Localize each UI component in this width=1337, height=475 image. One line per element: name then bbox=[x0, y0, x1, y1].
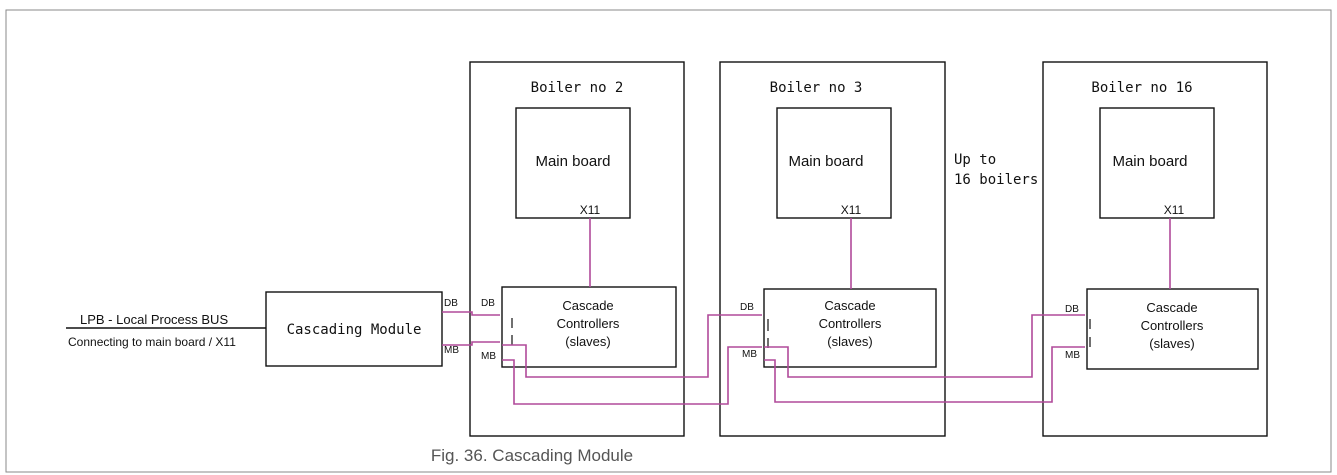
boiler-2-port-db: DB bbox=[481, 298, 495, 309]
module-to-boiler-2-db-wire bbox=[442, 311, 500, 316]
note-line-1: Up to bbox=[954, 152, 996, 168]
boiler-3-cascade-controller bbox=[763, 288, 937, 368]
boiler-3-title: Boiler no 3 bbox=[770, 80, 863, 96]
boiler-3-controller-line-3: (slaves) bbox=[827, 334, 873, 349]
module-port-mb: MB bbox=[444, 345, 459, 356]
bus-subtitle: Connecting to main board / X11 bbox=[68, 335, 236, 349]
boiler-16-controller-line-2: Controllers bbox=[1141, 318, 1204, 333]
boiler-16-main-board bbox=[1099, 107, 1215, 219]
boiler-3-to-16-mb-wire bbox=[764, 346, 1085, 403]
note-line-2: 16 boilers bbox=[954, 172, 1038, 188]
boiler-2-controller-line-1: Cascade bbox=[562, 298, 613, 313]
boiler-3-to-16-db-wire bbox=[764, 314, 1085, 378]
boiler-3-enclosure bbox=[719, 61, 946, 437]
boiler-3-port-mb: MB bbox=[742, 349, 757, 360]
boiler-2-x11-label: X11 bbox=[580, 203, 601, 217]
boiler-2-controller-line-3: (slaves) bbox=[565, 334, 611, 349]
boiler-2-enclosure bbox=[469, 61, 685, 437]
boiler-16-main-board-label: Main board bbox=[1112, 153, 1187, 170]
boiler-3-main-board bbox=[776, 107, 892, 219]
boiler-3-controller-line-2: Controllers bbox=[819, 316, 882, 331]
boiler-2-main-board bbox=[515, 107, 631, 219]
boiler-16-cascade-controller bbox=[1086, 288, 1259, 370]
boiler-16-enclosure bbox=[1042, 61, 1268, 437]
boiler-16-title: Boiler no 16 bbox=[1091, 80, 1192, 96]
boiler-16-controller-line-1: Cascade bbox=[1146, 300, 1197, 315]
boiler-16-port-db: DB bbox=[1065, 304, 1079, 315]
boiler-2-title: Boiler no 2 bbox=[531, 80, 624, 96]
boiler-2-main-board-label: Main board bbox=[535, 153, 610, 170]
boiler-16-x11-label: X11 bbox=[1164, 203, 1185, 217]
boiler-2-port-mb: MB bbox=[481, 351, 496, 362]
module-port-db: DB bbox=[444, 298, 458, 309]
boiler-3-main-board-label: Main board bbox=[788, 153, 863, 170]
boiler-16-port-mb: MB bbox=[1065, 350, 1080, 361]
module-to-boiler-2-mb-wire bbox=[442, 341, 500, 346]
boiler-2-cascade-controller bbox=[501, 286, 677, 368]
boiler-3-controller-line-1: Cascade bbox=[824, 298, 875, 313]
boiler-2-to-3-mb-wire bbox=[502, 346, 762, 405]
boiler-3-port-db: DB bbox=[740, 302, 754, 313]
cascading-module-box bbox=[265, 291, 443, 367]
bus-title: LPB - Local Process BUS bbox=[80, 312, 228, 327]
boiler-2-to-3-db-wire bbox=[502, 314, 762, 378]
boiler-3-x11-label: X11 bbox=[841, 203, 862, 217]
cascading-module-label: Cascading Module bbox=[287, 322, 422, 338]
figure-frame bbox=[5, 9, 1332, 473]
boiler-2-controller-line-2: Controllers bbox=[557, 316, 620, 331]
boiler-16-controller-line-3: (slaves) bbox=[1149, 336, 1195, 351]
figure-caption: Fig. 36. Cascading Module bbox=[431, 446, 633, 465]
